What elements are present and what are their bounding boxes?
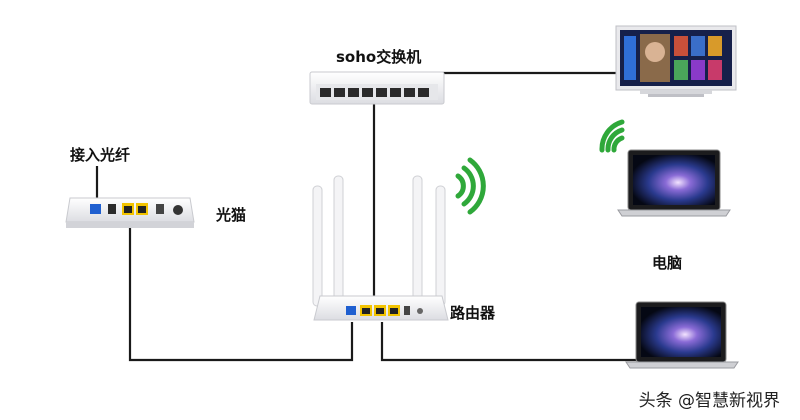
modem-label: 光猫 — [216, 206, 247, 224]
soho-switch — [309, 71, 445, 105]
optical-modem — [65, 197, 195, 228]
modem-ports — [90, 203, 183, 215]
router-label: 路由器 — [450, 304, 496, 322]
laptop-wireless — [617, 149, 731, 217]
computer-label: 电脑 — [652, 254, 683, 272]
tv-menu-tiles — [624, 34, 722, 82]
watermark-text: 头条 @智慧新视界 — [638, 391, 780, 411]
switch-ports — [320, 88, 429, 97]
cables — [95, 71, 640, 362]
router-antennas — [312, 175, 446, 307]
cable-router-laptop — [380, 322, 640, 362]
router-device — [312, 175, 449, 321]
laptop-wired — [625, 301, 739, 369]
router-ports — [346, 305, 423, 316]
tv-device — [615, 25, 737, 97]
switch-label: soho交换机 — [336, 48, 422, 66]
fiber-label: 接入光纤 — [70, 146, 131, 164]
wifi-icon-router — [455, 157, 486, 215]
wifi-icon-laptop — [599, 119, 625, 153]
cable-modem-router — [128, 222, 354, 362]
